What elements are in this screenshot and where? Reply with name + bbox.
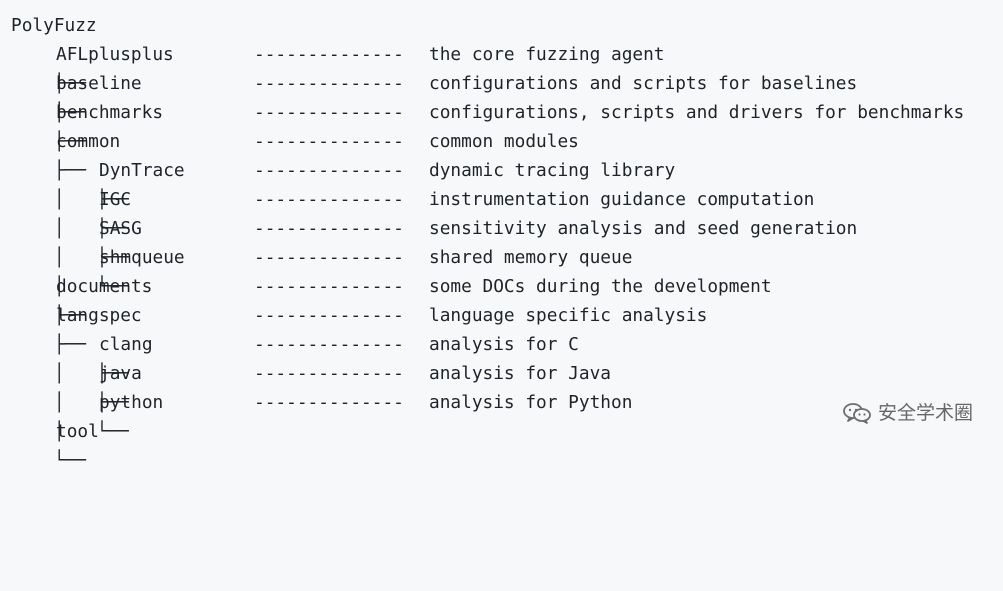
directory-name: tool [56, 421, 99, 442]
directory-name: SASG [99, 218, 142, 239]
tree-separator: -------------- [254, 247, 404, 268]
directory-name: java [99, 363, 142, 384]
tree-line-java: │ ├── java -------------- analysis for J… [11, 359, 1003, 413]
tree-line-igc: │ ├── IGC -------------- instrumentation… [11, 185, 1003, 239]
tree-line-common: ├── common -------------- common modules [11, 127, 1003, 181]
tree-line-dyntrace: │ ├── DynTrace -------------- dynamic tr… [11, 156, 1003, 210]
tree-separator: -------------- [254, 44, 404, 65]
directory-name: documents [56, 276, 153, 297]
directory-name: python [99, 392, 164, 413]
directory-description: analysis for C [429, 334, 579, 355]
code-block: PolyFuzz ├── AFLplusplus -------------- … [11, 15, 1003, 471]
tree-separator: -------------- [254, 73, 404, 94]
directory-name: AFLplusplus [56, 44, 174, 65]
wechat-icon [843, 403, 871, 424]
directory-name: benchmarks [56, 102, 164, 123]
tree-separator: -------------- [254, 305, 404, 326]
directory-description: analysis for Python [429, 392, 633, 413]
tree-line-langspec: ├── langspec -------------- language spe… [11, 301, 1003, 355]
tree-line-benchmarks: ├── benchmarks -------------- configurat… [11, 98, 1003, 152]
directory-name: DynTrace [99, 160, 185, 181]
tree-separator: -------------- [254, 218, 404, 239]
directory-name: common [56, 131, 121, 152]
directory-description: configurations, scripts and drivers for … [429, 102, 965, 123]
tree-line-clang: │ ├── clang -------------- analysis for … [11, 330, 1003, 384]
directory-name: clang [99, 334, 153, 355]
tree-line-sasg: │ ├── SASG -------------- sensitivity an… [11, 214, 1003, 268]
directory-description: configurations and scripts for baselines [429, 73, 858, 94]
tree-separator: -------------- [254, 131, 404, 152]
directory-description: instrumentation guidance computation [429, 189, 815, 210]
directory-name: shmqueue [99, 247, 185, 268]
watermark-text: 安全学术圈 [877, 402, 973, 424]
directory-description: dynamic tracing library [429, 160, 676, 181]
tree-separator: -------------- [254, 363, 404, 384]
directory-description: the core fuzzing agent [429, 44, 665, 65]
tree-line-baseline: ├── baseline -------------- configuratio… [11, 69, 1003, 123]
tree-separator: -------------- [254, 392, 404, 413]
directory-description: some DOCs during the development [429, 276, 772, 297]
directory-description: shared memory queue [429, 247, 633, 268]
directory-description: common modules [429, 131, 579, 152]
tree-separator: -------------- [254, 334, 404, 355]
tree-separator: -------------- [254, 160, 404, 181]
watermark: 安全学术圈 [842, 399, 973, 427]
directory-description: analysis for Java [429, 363, 611, 384]
tree-separator: -------------- [254, 276, 404, 297]
tree-separator: -------------- [254, 102, 404, 123]
tree-root-label: PolyFuzz [11, 15, 97, 36]
directory-name: langspec [56, 305, 142, 326]
tree-line-documents: ├── documents -------------- some DOCs d… [11, 272, 1003, 326]
tree-line-aflplusplus: ├── AFLplusplus -------------- the core … [11, 40, 1003, 94]
directory-description: language specific analysis [429, 305, 708, 326]
tree-line-shmqueue: │ └── shmqueue -------------- shared mem… [11, 243, 1003, 297]
directory-name: IGC [99, 189, 132, 210]
directory-name: baseline [56, 73, 142, 94]
tree-separator: -------------- [254, 189, 404, 210]
directory-description: sensitivity analysis and seed generation [429, 218, 858, 239]
